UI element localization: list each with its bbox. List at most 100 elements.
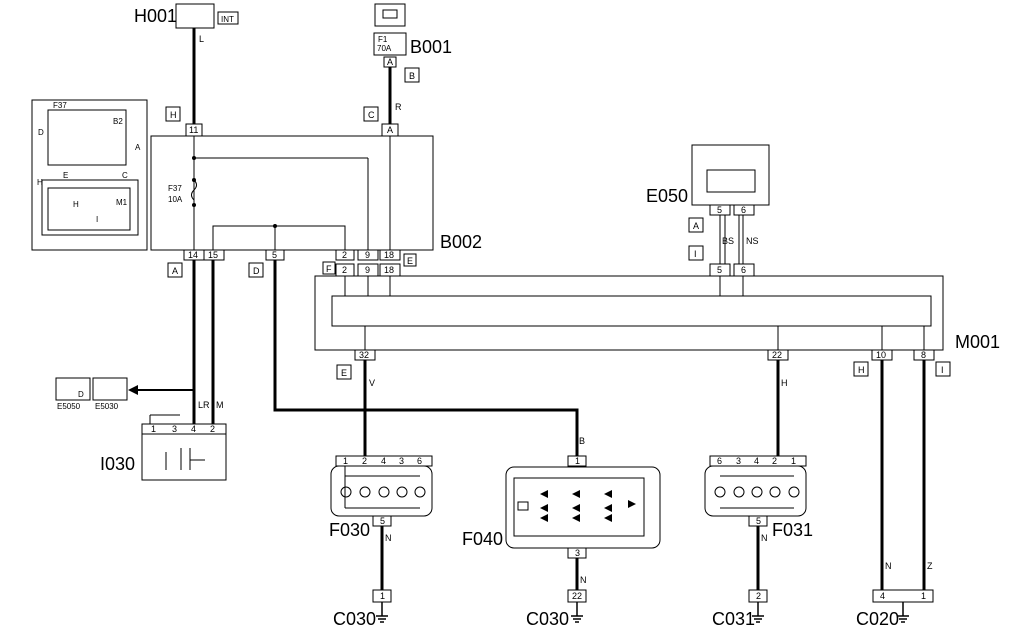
pin: 3 bbox=[575, 548, 580, 558]
e5030-box bbox=[92, 377, 128, 401]
i030-body bbox=[141, 433, 227, 481]
conn-letter-a-e050: A bbox=[693, 221, 699, 231]
pin: 9 bbox=[365, 265, 370, 275]
label-i030: I030 bbox=[100, 454, 135, 474]
pin: 2 bbox=[342, 265, 347, 275]
wire-label: NS bbox=[746, 236, 759, 246]
pin: 4 bbox=[880, 591, 885, 601]
pin: 14 bbox=[188, 250, 198, 260]
label-e5030: E5030 bbox=[95, 402, 119, 411]
pin: 2 bbox=[772, 456, 777, 466]
pin: 2 bbox=[210, 424, 215, 434]
wire-label: N bbox=[885, 561, 892, 571]
label-f040: F040 bbox=[462, 529, 503, 549]
pin: 5 bbox=[717, 265, 722, 275]
label-f1: F1 bbox=[378, 35, 388, 44]
inset-f37: F37 bbox=[53, 101, 67, 110]
conn-letter-h: H bbox=[170, 110, 177, 120]
pin: 5 bbox=[717, 205, 722, 215]
pin: 11 bbox=[189, 125, 198, 135]
conn-letter-i-e050: I bbox=[694, 249, 697, 259]
pin: 3 bbox=[172, 424, 177, 434]
pin: 6 bbox=[741, 205, 746, 215]
wire-label: N bbox=[761, 533, 768, 543]
e050-body bbox=[691, 144, 770, 206]
pin: 5 bbox=[380, 516, 385, 526]
pin: 6 bbox=[417, 456, 422, 466]
conn-letter-e-m001: E bbox=[341, 368, 347, 378]
inset-i: I bbox=[96, 215, 98, 224]
label-h001: H001 bbox=[134, 6, 177, 26]
pin: 1 bbox=[575, 456, 580, 466]
pin: 1 bbox=[791, 456, 796, 466]
inset-a: A bbox=[135, 143, 141, 152]
wire-label: LR bbox=[198, 400, 210, 410]
label-m001: M001 bbox=[955, 332, 1000, 352]
pin: 32 bbox=[359, 350, 369, 360]
h001-body bbox=[175, 3, 215, 29]
label-c031: C031 bbox=[712, 609, 755, 629]
m001-body bbox=[314, 275, 944, 351]
pin: 2 bbox=[342, 250, 347, 260]
pin: 2 bbox=[362, 456, 367, 466]
label-c020: C020 bbox=[856, 609, 899, 629]
label-e5050: E5050 bbox=[57, 402, 81, 411]
pin: 5 bbox=[756, 516, 761, 526]
wire-label: R bbox=[395, 102, 402, 112]
pin: 6 bbox=[717, 456, 722, 466]
wire-label: D bbox=[78, 390, 84, 399]
label-f37-amp: 10A bbox=[168, 195, 183, 204]
e5050-box bbox=[55, 377, 91, 401]
pin: 5 bbox=[272, 250, 277, 260]
conn-letter-a-b001: A bbox=[387, 57, 393, 67]
pin: 1 bbox=[921, 591, 926, 601]
battery-box bbox=[374, 3, 406, 27]
wire-label: N bbox=[580, 575, 587, 585]
int-box bbox=[217, 11, 239, 25]
pin: 15 bbox=[208, 250, 218, 260]
inset-d: D bbox=[38, 128, 44, 137]
pin: 6 bbox=[741, 265, 746, 275]
pin: 9 bbox=[365, 250, 370, 260]
pin: 1 bbox=[380, 591, 385, 601]
pin: 3 bbox=[736, 456, 741, 466]
pin: A bbox=[387, 125, 393, 135]
label-f031: F031 bbox=[772, 520, 813, 540]
inset-b2: B2 bbox=[113, 117, 123, 126]
pin: 4 bbox=[381, 456, 386, 466]
pin: 22 bbox=[572, 591, 582, 601]
conn-letter-b: B bbox=[409, 71, 415, 81]
wire-label: V bbox=[369, 378, 375, 388]
conn-letter-a: A bbox=[172, 266, 178, 276]
wire-label: BS bbox=[722, 236, 734, 246]
pin: 1 bbox=[343, 456, 348, 466]
pin: 4 bbox=[754, 456, 759, 466]
pin: 1 bbox=[151, 424, 156, 434]
label-c030-b: C030 bbox=[526, 609, 569, 629]
inset-h2: H bbox=[73, 200, 79, 209]
pin: 18 bbox=[384, 265, 394, 275]
conn-letter-d: D bbox=[253, 266, 260, 276]
wire-label: B bbox=[579, 436, 585, 446]
label-b002: B002 bbox=[440, 232, 482, 252]
label-c030-a: C030 bbox=[333, 609, 376, 629]
wire-label: Z bbox=[927, 561, 933, 571]
b001-fuse-box bbox=[373, 32, 407, 56]
fuse-box-inset bbox=[31, 99, 148, 251]
conn-letter-i-m001: I bbox=[941, 365, 944, 375]
wire-label: N bbox=[385, 533, 392, 543]
conn-letter-c: C bbox=[368, 110, 375, 120]
inset-m1: M1 bbox=[116, 198, 128, 207]
label-e050: E050 bbox=[646, 186, 688, 206]
inset-c: C bbox=[122, 171, 128, 180]
wire-label: H bbox=[781, 378, 788, 388]
pin: 18 bbox=[384, 250, 394, 260]
inset-h: H bbox=[37, 178, 43, 187]
label-f1-amp: 70A bbox=[377, 44, 392, 53]
wire-label: L bbox=[199, 34, 204, 44]
b002-body bbox=[150, 135, 434, 251]
label-f37: F37 bbox=[168, 184, 182, 193]
conn-letter-e: E bbox=[407, 256, 413, 266]
pin: 4 bbox=[191, 424, 196, 434]
